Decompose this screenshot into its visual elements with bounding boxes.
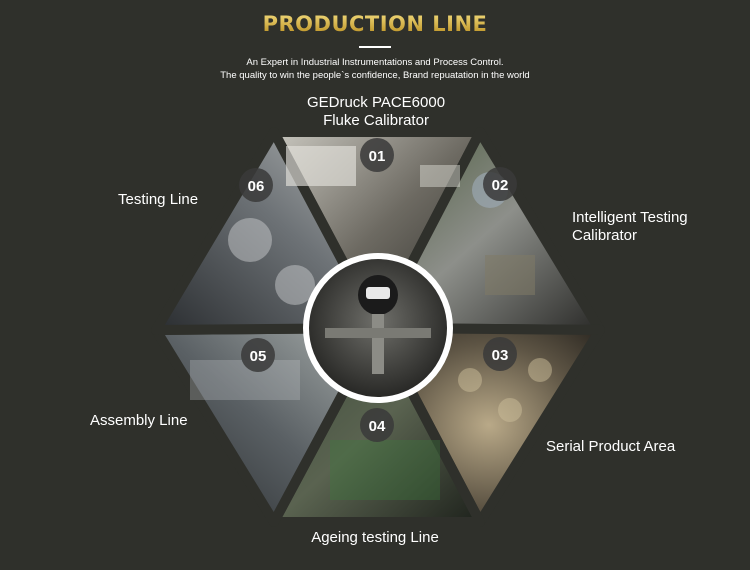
ageing-board-shape (330, 440, 440, 500)
product-shape (498, 398, 522, 422)
svg-text:01: 01 (369, 148, 386, 165)
product-shape (458, 368, 482, 392)
segment-02-label-line1: Intelligent Testing (572, 209, 688, 226)
subtitle-line-1: An Expert in Industrial Instrumentations… (246, 57, 504, 68)
badge-05: 05 (241, 338, 275, 372)
page-title: PRODUCTION LINE (0, 12, 750, 36)
badge-02: 02 (483, 167, 517, 201)
calibrator-display-shape (286, 146, 356, 186)
assembly-parts-shape (190, 360, 300, 400)
segment-01-label-line2: Fluke Calibrator (323, 112, 429, 129)
badge-04: 04 (360, 408, 394, 442)
center-manifold-shape (325, 328, 431, 338)
segment-06-label: Testing Line (118, 191, 199, 208)
sensor-shape (228, 218, 272, 262)
segment-02-label: Intelligent Testing Calibrator (572, 209, 688, 245)
badge-03: 03 (483, 337, 517, 371)
center-gauge-display (366, 287, 390, 299)
segment-05-label: Assembly Line (90, 412, 188, 429)
segment-01-label-line1: GEDruck PACE6000 (306, 94, 446, 111)
testing-device-shape (485, 255, 535, 295)
svg-text:05: 05 (250, 348, 267, 365)
segment-02-label-line2: Calibrator (572, 227, 638, 244)
badge-06: 06 (239, 168, 273, 202)
fluke-device-shape (420, 165, 460, 187)
badge-01: 01 (360, 138, 394, 172)
segment-03-label: Serial Product Area (546, 438, 676, 455)
segment-04-label: Ageing testing Line (311, 529, 439, 546)
svg-text:06: 06 (248, 178, 265, 195)
title-divider (359, 46, 391, 48)
subtitle-line-2: The quality to win the people`s confiden… (220, 70, 530, 81)
segment-01-label: GEDruck PACE6000 Fluke Calibrator (276, 94, 476, 130)
svg-text:04: 04 (369, 418, 386, 435)
sensor-shape (275, 265, 315, 305)
center-pipe-shape (372, 314, 384, 374)
svg-text:02: 02 (492, 177, 509, 194)
product-shape (528, 358, 552, 382)
svg-text:03: 03 (492, 347, 509, 364)
